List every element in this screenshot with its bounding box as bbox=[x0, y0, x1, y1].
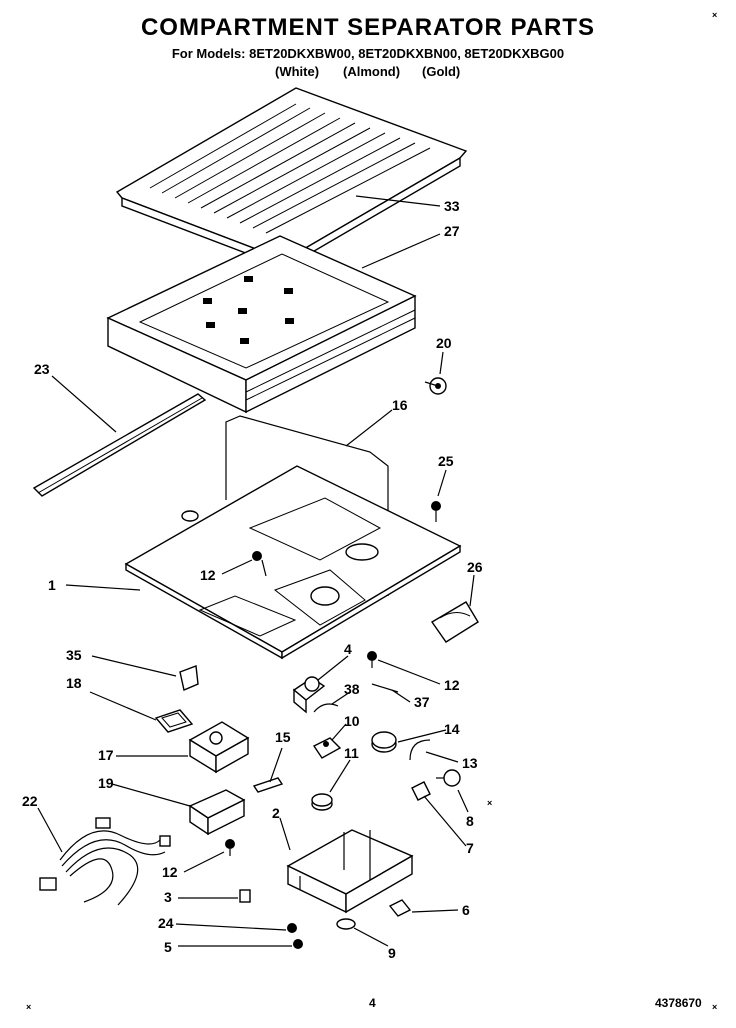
part-23-rail bbox=[32, 393, 207, 497]
part-24-screw bbox=[287, 923, 297, 933]
color-almond-label: (Almond) bbox=[343, 64, 401, 79]
label-8: 8 bbox=[466, 813, 474, 829]
label-12-right: 12 bbox=[444, 677, 460, 693]
part-10-switch bbox=[312, 737, 342, 759]
label-20: 20 bbox=[436, 335, 452, 351]
label-24: 24 bbox=[158, 915, 174, 931]
part-labels: 33 27 20 23 16 25 1 12 26 35 4 12 18 38 … bbox=[22, 198, 483, 961]
label-12-lower: 12 bbox=[162, 864, 178, 880]
document-number: 4378670 bbox=[655, 996, 702, 1010]
part-13-lever bbox=[409, 739, 431, 761]
leader-lines bbox=[37, 195, 475, 947]
label-35: 35 bbox=[66, 647, 82, 663]
part-19-lower-housing bbox=[188, 789, 246, 836]
part-27-frame bbox=[106, 235, 417, 414]
label-15: 15 bbox=[275, 729, 291, 745]
label-19: 19 bbox=[98, 775, 114, 791]
part-26-bracket bbox=[430, 601, 479, 643]
label-14: 14 bbox=[444, 721, 460, 737]
part-12-screw-lower bbox=[225, 839, 235, 856]
corner-mark-bottom-left: × bbox=[26, 1002, 32, 1012]
label-5: 5 bbox=[164, 939, 172, 955]
part-35-clip bbox=[179, 665, 199, 691]
part-9-nut bbox=[336, 918, 356, 930]
label-3: 3 bbox=[164, 889, 172, 905]
page-number: 4 bbox=[369, 996, 376, 1010]
part-7-socket bbox=[411, 781, 431, 801]
label-12-upper: 12 bbox=[200, 567, 216, 583]
label-27: 27 bbox=[444, 223, 460, 239]
part-4-component bbox=[292, 676, 326, 714]
stray-mark: × bbox=[487, 798, 493, 808]
part-2-base-housing bbox=[286, 829, 414, 914]
label-1: 1 bbox=[48, 577, 56, 593]
label-38: 38 bbox=[344, 681, 360, 697]
label-17: 17 bbox=[98, 747, 114, 763]
label-13: 13 bbox=[462, 755, 478, 771]
part-5-screw bbox=[293, 939, 303, 949]
part-14-dial bbox=[371, 731, 397, 753]
label-6: 6 bbox=[462, 902, 470, 918]
label-37: 37 bbox=[414, 694, 430, 710]
part-12-screw-right bbox=[367, 651, 377, 668]
part-16-wire bbox=[225, 415, 389, 596]
label-4: 4 bbox=[344, 641, 352, 657]
color-white-label: (White) bbox=[275, 64, 320, 79]
label-25: 25 bbox=[438, 453, 454, 469]
part-38-strap bbox=[313, 703, 339, 713]
label-23: 23 bbox=[34, 361, 50, 377]
part-12-screw-upper bbox=[252, 551, 267, 577]
part-6-switch bbox=[388, 899, 412, 917]
label-2: 2 bbox=[272, 805, 280, 821]
label-18: 18 bbox=[66, 675, 82, 691]
part-8-bulb bbox=[436, 769, 461, 787]
part-22-wire-harness bbox=[39, 817, 171, 906]
label-16: 16 bbox=[392, 397, 408, 413]
corner-mark-bottom-right: × bbox=[712, 1002, 718, 1012]
part-3-connector bbox=[239, 889, 251, 903]
part-20-fastener bbox=[424, 377, 447, 395]
part-17-housing bbox=[188, 721, 250, 774]
part-15-clip bbox=[252, 777, 284, 793]
label-26: 26 bbox=[467, 559, 483, 575]
part-33-grille bbox=[115, 87, 468, 270]
label-7: 7 bbox=[466, 840, 474, 856]
label-11: 11 bbox=[344, 745, 359, 761]
label-10: 10 bbox=[344, 713, 360, 729]
part-1-separator-panel bbox=[124, 465, 462, 660]
model-list: For Models: 8ET20DKXBW00, 8ET20DKXBN00, … bbox=[171, 46, 565, 61]
label-33: 33 bbox=[444, 198, 460, 214]
part-18-cover bbox=[154, 709, 194, 733]
part-25-screw bbox=[431, 501, 441, 522]
label-9: 9 bbox=[388, 945, 396, 961]
color-gold-label: (Gold) bbox=[422, 64, 461, 79]
page-title: COMPARTMENT SEPARATOR PARTS bbox=[140, 14, 596, 41]
part-11-knob bbox=[311, 793, 333, 811]
label-22: 22 bbox=[22, 793, 38, 809]
corner-mark-top-right: × bbox=[712, 10, 718, 20]
